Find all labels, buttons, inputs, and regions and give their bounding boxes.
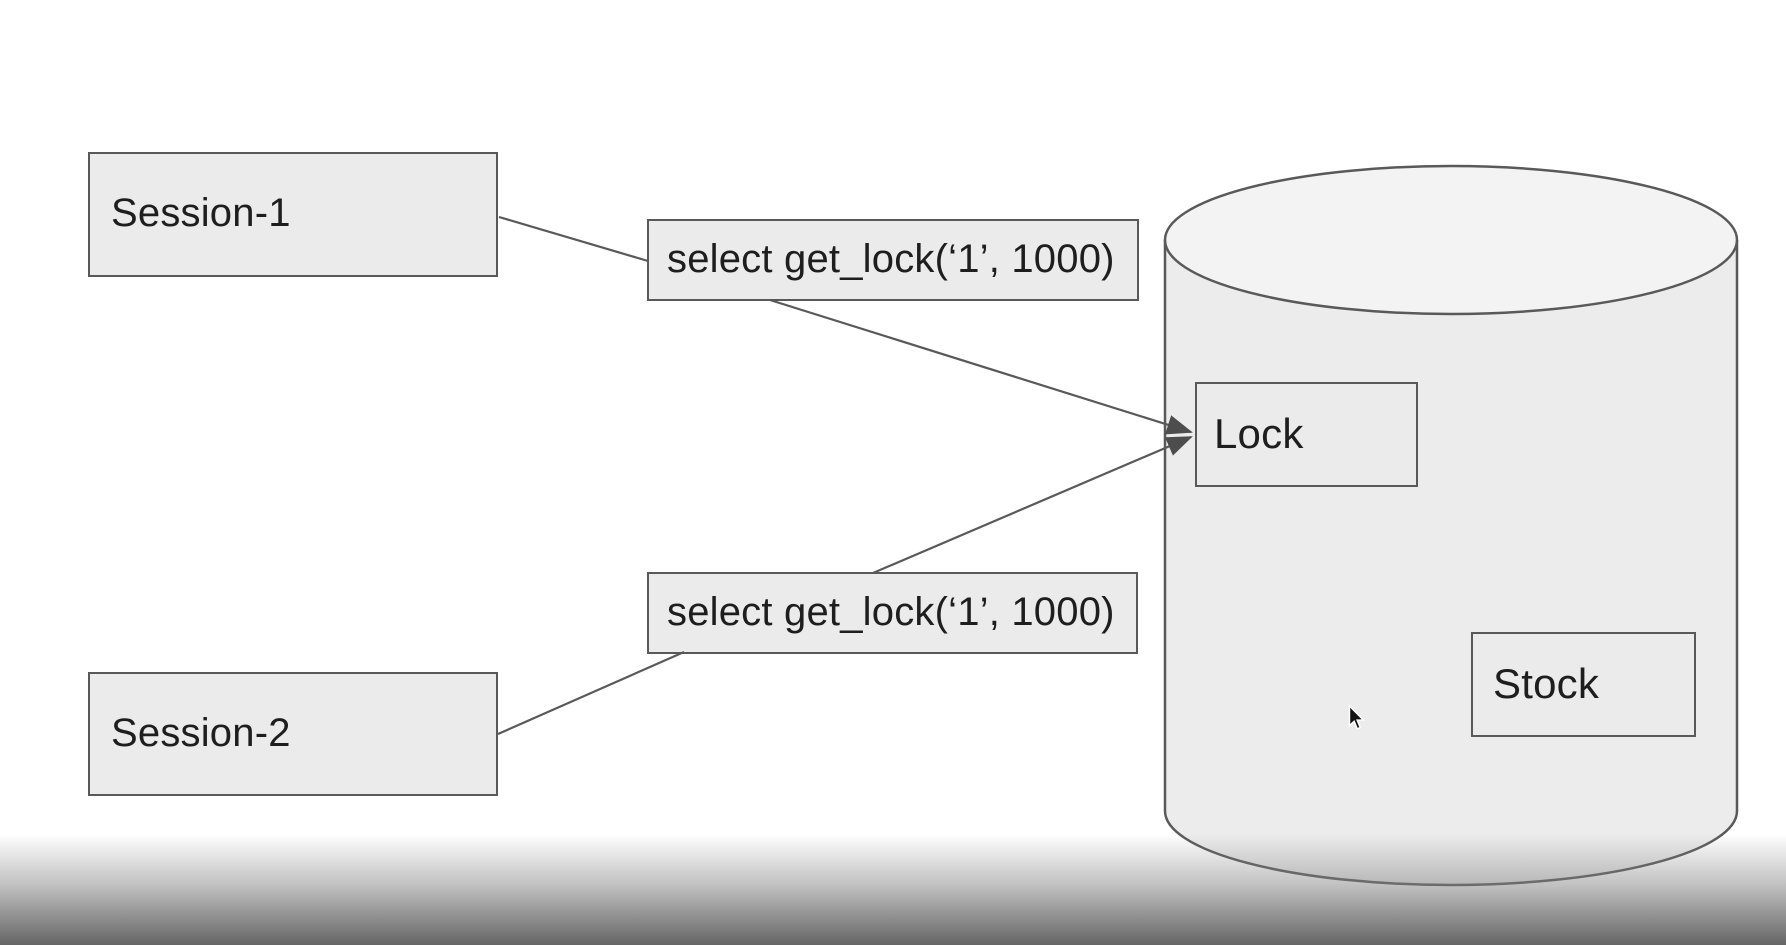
footer-gradient [0,834,1786,945]
query-2-box: select get_lock(‘1’, 1000) [647,572,1138,654]
lock-table-label: Lock [1214,409,1304,457]
session-2-box: Session-2 [88,672,498,796]
database-cylinder-body [1163,240,1739,887]
connector-session2-to-query2 [497,650,685,736]
session-1-box: Session-1 [88,152,498,277]
arrow-query1-to-lock [769,298,1193,435]
connector-session1-to-query1 [498,215,649,263]
database-cylinder-top [1163,164,1739,316]
query-2-label: select get_lock(‘1’, 1000) [667,589,1115,634]
lock-table-box: Lock [1195,382,1418,487]
arrow-query2-to-lock [872,435,1193,575]
session-2-label: Session-2 [111,710,291,755]
query-1-label: select get_lock(‘1’, 1000) [667,236,1115,281]
stock-table-label: Stock [1493,659,1600,707]
query-1-box: select get_lock(‘1’, 1000) [647,219,1139,301]
stock-table-box: Stock [1471,632,1696,737]
mouse-cursor-icon [1348,704,1365,730]
session-1-label: Session-1 [111,191,291,235]
